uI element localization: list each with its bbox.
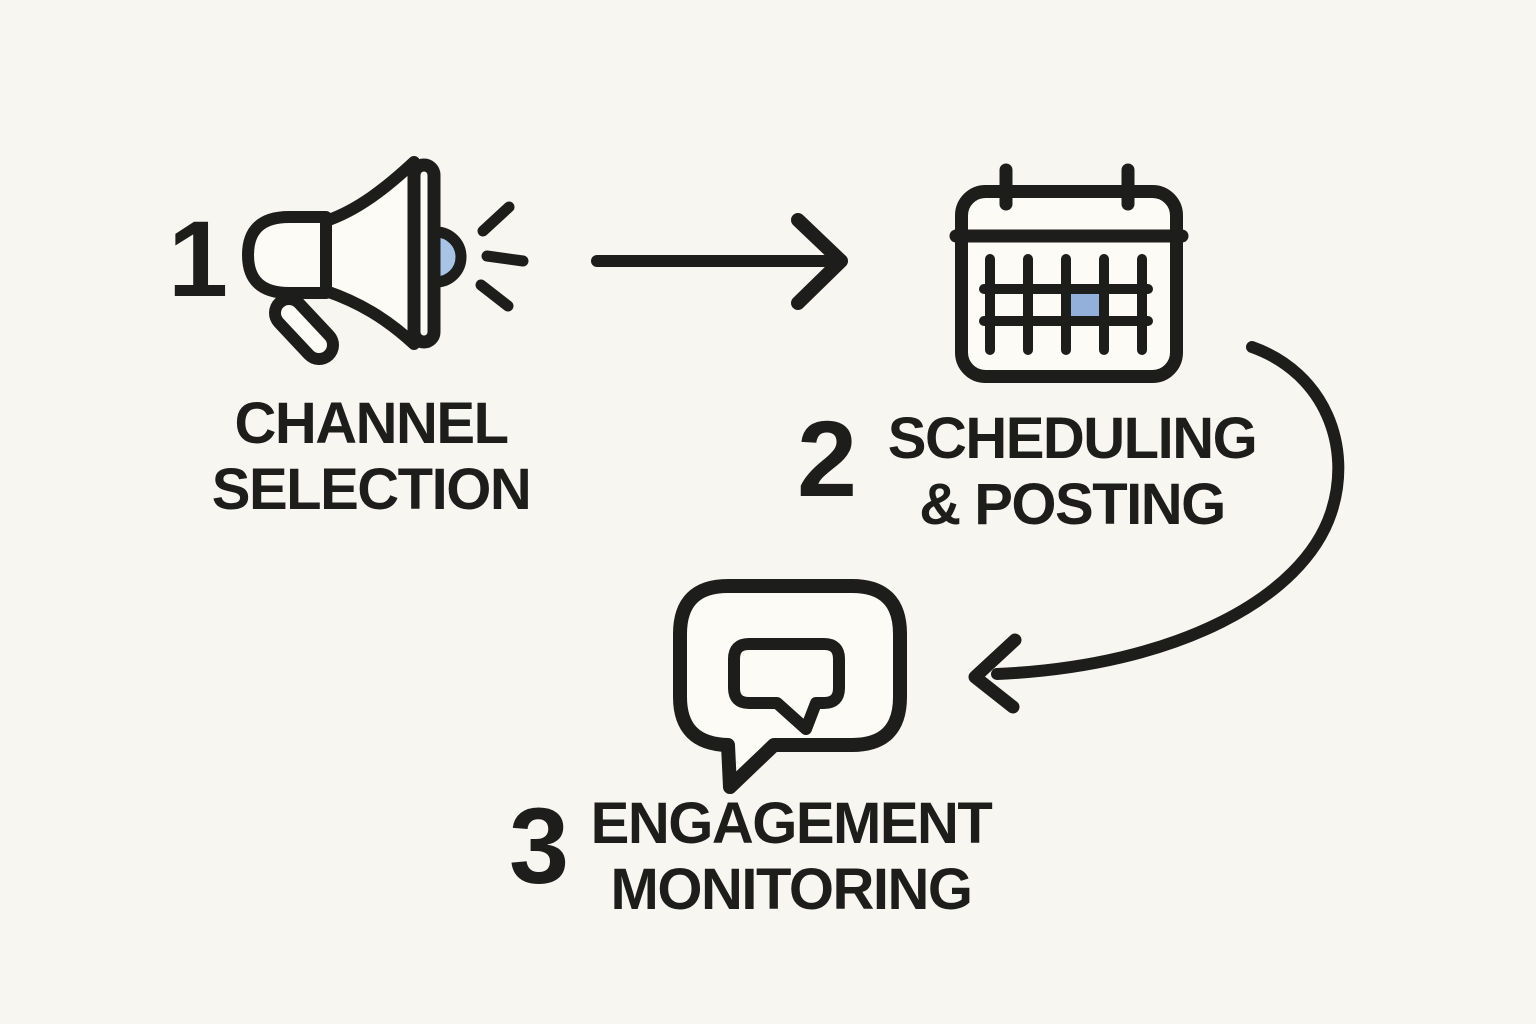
step-1-number: 1: [168, 198, 228, 319]
inner-speech-bubble: [728, 638, 845, 735]
speech-bubble-icon: [673, 579, 907, 794]
step-3-label: ENGAGEMENT MONITORING: [590, 791, 993, 923]
arrow-right-icon: [591, 213, 848, 310]
sound-waves: [475, 201, 529, 312]
step-2-number: 2: [797, 398, 857, 519]
step-2-label-line2: & POSTING: [919, 472, 1226, 537]
megaphone-icon: [242, 156, 529, 365]
calendar-pegs: [999, 163, 1135, 211]
megaphone-mouth: [242, 211, 332, 299]
step-1-label-line1: CHANNEL: [234, 391, 509, 456]
megaphone-bell: [407, 158, 441, 349]
step-2-label: SCHEDULING & POSTING: [887, 406, 1258, 538]
step-1-label-line2: SELECTION: [211, 457, 532, 522]
step-3-number: 3: [509, 785, 569, 906]
megaphone-handle: [269, 293, 339, 365]
step-1-label: CHANNEL SELECTION: [211, 391, 532, 523]
calendar-grid: [979, 254, 1153, 355]
step-2-label-line1: SCHEDULING: [887, 406, 1258, 471]
step-3-label-line2: MONITORING: [610, 857, 973, 922]
curved-arrow-icon: [968, 341, 1345, 714]
step-3-label-line1: ENGAGEMENT: [590, 791, 993, 856]
calendar-highlighted-day: [1069, 292, 1101, 318]
megaphone-cone: [320, 156, 420, 350]
calendar-icon: [949, 163, 1189, 383]
